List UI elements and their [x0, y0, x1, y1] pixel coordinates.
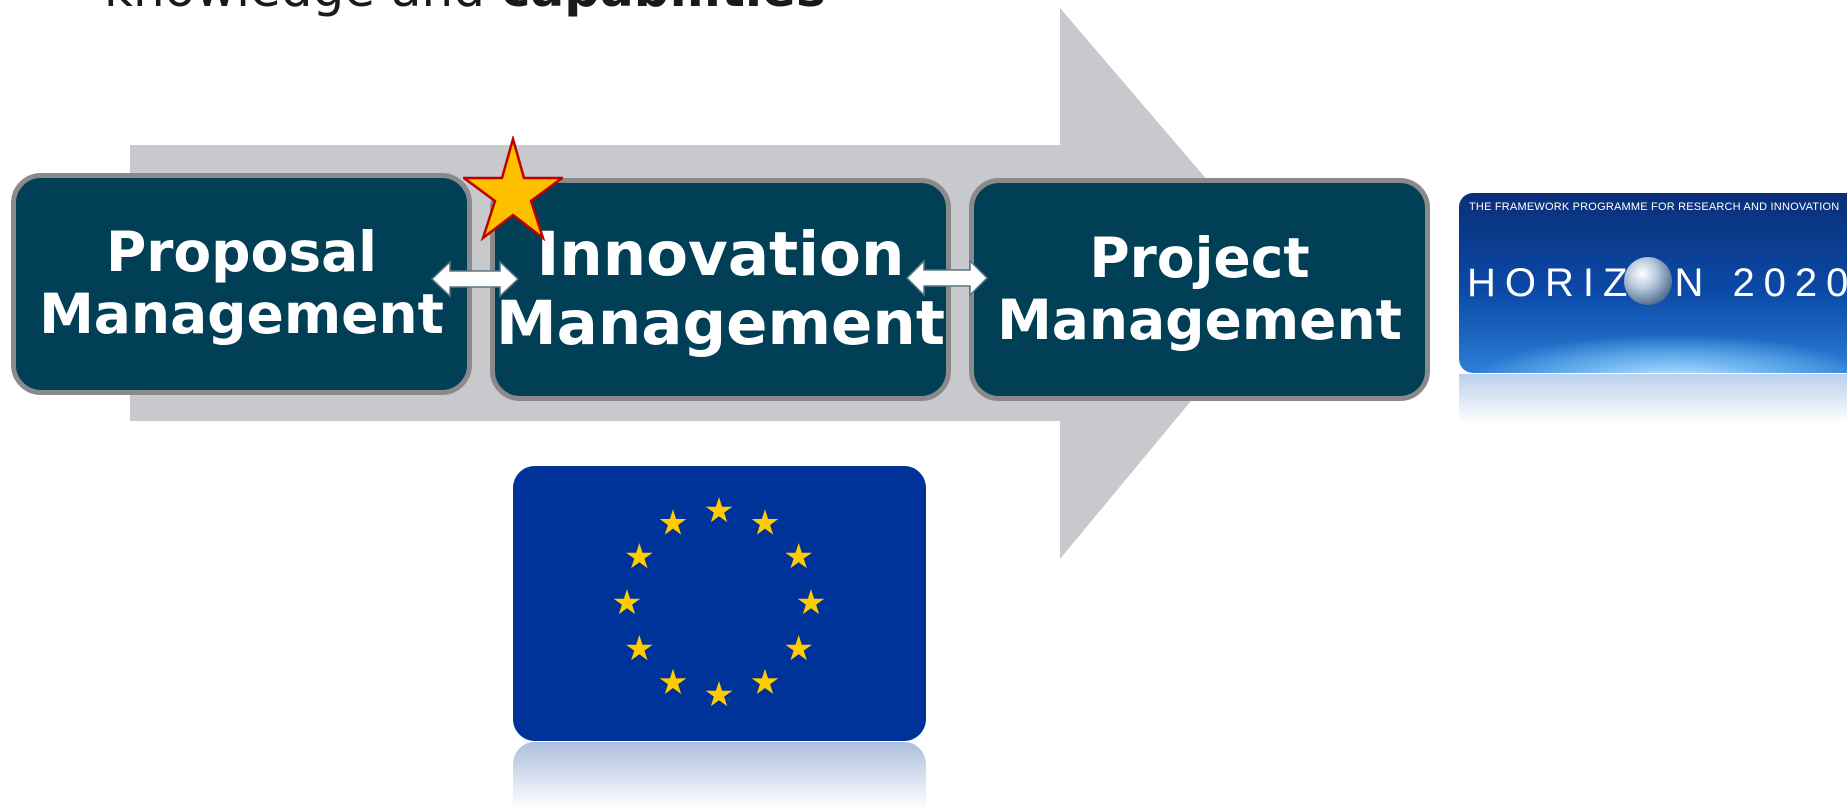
step-project-management: Project Management: [969, 178, 1430, 401]
step-line1: Proposal: [105, 220, 378, 285]
heading: knowledge and capabilities: [104, 0, 826, 18]
eu-star-icon: [626, 635, 653, 661]
heading-bold-text: capabilities: [501, 0, 826, 18]
step-line1: Project: [1089, 225, 1310, 290]
double-arrow-icon: [905, 259, 989, 297]
horizon-2020-logo: THE FRAMEWORK PROGRAMME FOR RESEARCH AND…: [1459, 193, 1847, 373]
step-line2: Management: [495, 287, 945, 359]
eu-star-icon: [613, 589, 641, 615]
step-innovation-management: Innovation Management: [490, 178, 951, 401]
horizon-tagline: THE FRAMEWORK PROGRAMME FOR RESEARCH AND…: [1469, 201, 1840, 213]
horizon-wordmark: HORIZ N 2020: [1467, 261, 1847, 306]
eu-star-icon: [797, 589, 825, 615]
step-line2: Management: [39, 282, 444, 346]
eu-star-icon: [751, 509, 779, 535]
eu-star-icon: [705, 497, 733, 523]
step-line1: Innovation: [536, 219, 905, 291]
eu-star-icon: [659, 668, 687, 694]
eu-star-icon: [659, 509, 687, 535]
horizon-logo-reflection: [1459, 374, 1847, 424]
heading-text: knowledge and: [104, 0, 501, 18]
eu-flag-reflection: [513, 742, 926, 809]
eu-flag-icon: [513, 466, 926, 741]
eu-star-icon: [705, 681, 733, 707]
star-icon: [463, 136, 563, 241]
horizon-word-right: N 2020: [1674, 261, 1847, 305]
horizon-word-left: HORIZ: [1467, 261, 1637, 305]
globe-icon: [1624, 257, 1672, 305]
eu-star-icon: [626, 543, 653, 569]
step-line2: Management: [997, 287, 1402, 352]
eu-star-icon: [785, 543, 812, 569]
eu-star-icon: [751, 668, 779, 694]
double-arrow-icon: [430, 260, 520, 298]
eu-star-icon: [785, 635, 812, 661]
step-proposal-management: Proposal Management: [11, 173, 472, 395]
